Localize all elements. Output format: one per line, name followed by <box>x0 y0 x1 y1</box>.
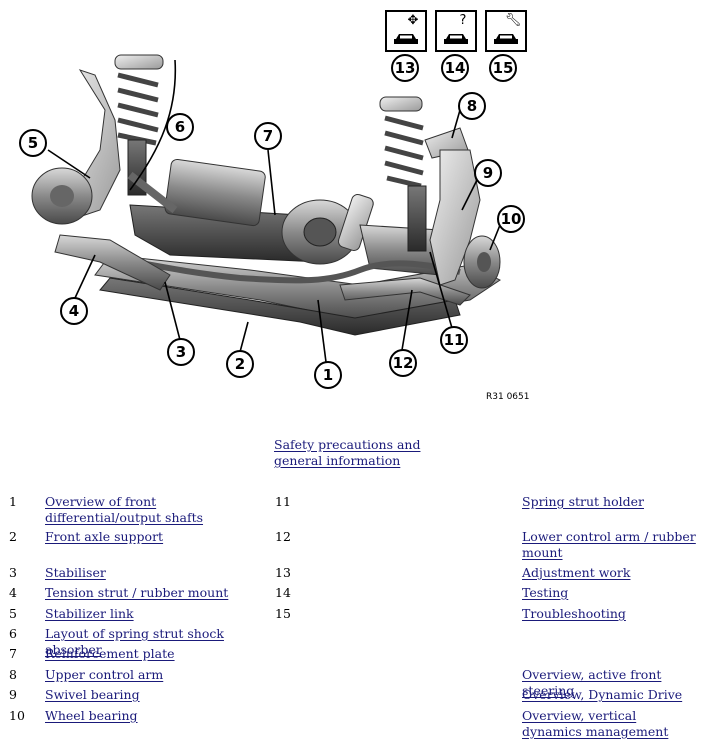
part-number: 7 <box>9 646 17 661</box>
link-testing[interactable]: Testing <box>522 585 569 600</box>
part-number: 1 <box>9 494 17 509</box>
part-number: 10 <box>9 708 25 723</box>
lower-control-arm-shape <box>339 277 471 306</box>
part-number: 8 <box>9 667 17 682</box>
svg-text:8: 8 <box>467 97 477 115</box>
svg-text:10: 10 <box>501 210 522 228</box>
svg-text:6: 6 <box>175 118 185 136</box>
front-axle-drawing: 1 2 3 4 5 6 7 8 9 10 11 12 13 14 15 <box>19 54 525 389</box>
svg-text:14: 14 <box>445 59 466 77</box>
troubleshooting-icon[interactable]: 🔧︎ <box>485 10 527 52</box>
part-number: 9 <box>9 687 17 702</box>
part-number: 14 <box>275 585 291 600</box>
part-link-lower-control-arm[interactable]: Lower control arm / rubber mount <box>522 529 696 560</box>
safety-precautions-link[interactable]: Safety precautions and general informati… <box>274 437 421 468</box>
svg-text:9: 9 <box>483 164 493 182</box>
leader-lines <box>47 59 501 363</box>
callout-7: 7 <box>254 122 282 150</box>
part-link-spring-strut-holder[interactable]: Spring strut holder <box>522 494 644 509</box>
part-link-reinforcement-plate[interactable]: Reinforcement plate <box>45 646 175 661</box>
part-number: 3 <box>9 565 17 580</box>
stabiliser-bar-shape <box>94 252 461 284</box>
svg-text:1: 1 <box>323 366 333 384</box>
svg-text:5: 5 <box>28 134 38 152</box>
part-link-spring-strut-layout[interactable]: Layout of spring strut shock absorber <box>45 626 224 657</box>
part-link-front-differential[interactable]: Overview of front differential/output sh… <box>45 494 204 525</box>
svg-text:11: 11 <box>444 331 465 349</box>
right-spring-shape <box>384 115 424 189</box>
link-overview-vertical-dynamics[interactable]: Overview, vertical dynamics management <box>522 708 669 739</box>
callout-9: 9 <box>474 159 502 187</box>
callout-13: 13 <box>391 54 419 82</box>
callout-14: 14 <box>441 54 469 82</box>
part-link-upper-control-arm[interactable]: Upper control arm <box>45 667 164 682</box>
car-icon <box>444 34 468 44</box>
callout-10: 10 <box>497 205 525 233</box>
svg-text:2: 2 <box>235 355 245 373</box>
swivel-bearing-shape <box>429 149 481 286</box>
part-link-front-axle-support[interactable]: Front axle support <box>45 529 164 544</box>
car-icon <box>494 34 518 44</box>
link-adjustment-work[interactable]: Adjustment work <box>522 565 631 580</box>
left-spring-shape <box>117 72 159 146</box>
svg-text:13: 13 <box>395 59 416 77</box>
callout-4: 4 <box>60 297 88 325</box>
part-number: 11 <box>275 494 291 509</box>
figure-code: R31 0651 <box>486 392 530 402</box>
link-overview-dynamic-drive[interactable]: Overview, Dynamic Drive <box>522 687 683 702</box>
reinforcement-shape <box>164 158 266 227</box>
part-number: 12 <box>275 529 291 544</box>
part-number: 5 <box>9 606 17 621</box>
svg-text:4: 4 <box>69 302 79 320</box>
part-number: 2 <box>9 529 17 544</box>
link-troubleshooting[interactable]: Troubleshooting <box>522 606 626 621</box>
callout-8: 8 <box>458 92 486 120</box>
svg-text:15: 15 <box>493 59 514 77</box>
callout-2: 2 <box>226 350 254 378</box>
part-link-tension-strut[interactable]: Tension strut / rubber mount <box>45 585 229 600</box>
adjustment-work-icon[interactable]: ✥ <box>385 10 427 52</box>
left-tension-strut-shape <box>54 234 171 291</box>
car-icon <box>394 34 418 44</box>
front-axle-illustration: 1 2 3 4 5 6 7 8 9 10 11 12 13 14 15 ✥ ? … <box>19 10 530 402</box>
part-link-wheel-bearing[interactable]: Wheel bearing <box>45 708 138 723</box>
callout-15: 15 <box>489 54 517 82</box>
svg-text:12: 12 <box>393 354 414 372</box>
callout-5: 5 <box>19 129 47 157</box>
svg-text:7: 7 <box>263 127 273 145</box>
part-number: 13 <box>275 565 291 580</box>
callout-3: 3 <box>167 338 195 366</box>
adjust-arrows-icon: ✥ <box>407 13 419 28</box>
callout-11: 11 <box>440 326 468 354</box>
wrench-icon: 🔧︎ <box>504 13 522 28</box>
callout-1: 1 <box>314 361 342 389</box>
part-link-swivel-bearing[interactable]: Swivel bearing <box>45 687 140 702</box>
link-overview-active-front-steering[interactable]: Overview, active front steering <box>522 667 662 698</box>
testing-icon[interactable]: ? <box>435 10 477 52</box>
part-number: 4 <box>9 585 17 600</box>
part-number: 6 <box>9 626 17 641</box>
part-link-stabilizer-link[interactable]: Stabilizer link <box>45 606 134 621</box>
callout-12: 12 <box>389 349 417 377</box>
svg-text:3: 3 <box>176 343 186 361</box>
callout-6: 6 <box>166 113 194 141</box>
part-link-stabiliser[interactable]: Stabiliser <box>45 565 106 580</box>
question-icon: ? <box>459 13 467 28</box>
part-number: 15 <box>275 606 291 621</box>
